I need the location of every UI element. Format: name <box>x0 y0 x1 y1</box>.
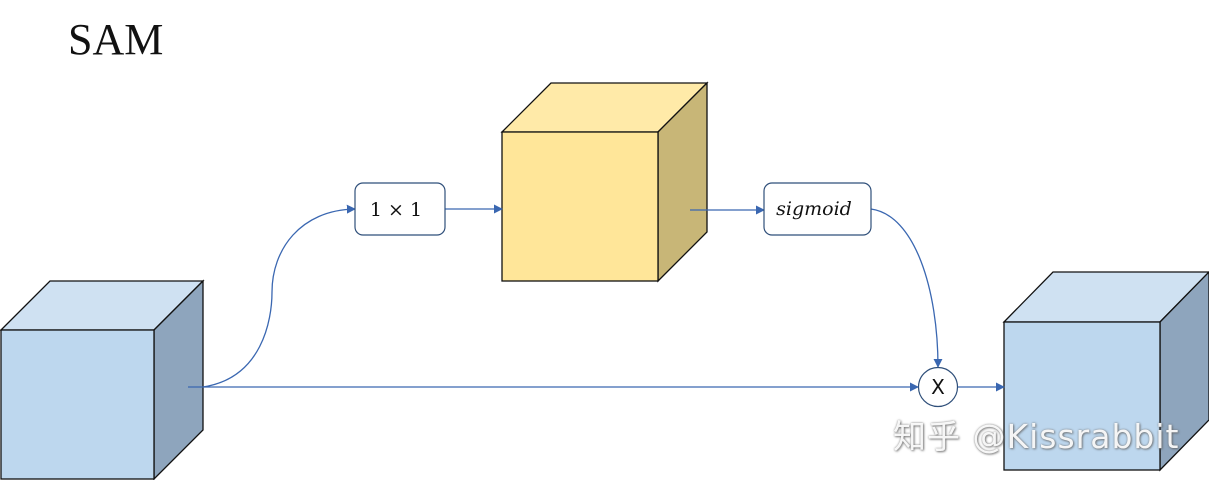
sigmoid-box: sigmoid <box>763 182 872 236</box>
conv-1x1-label: 1 × 1 <box>370 199 422 221</box>
diagram-title: SAM <box>68 15 164 64</box>
attention-map-cube <box>500 81 709 283</box>
watermark: 知乎 @Kissrabbit <box>893 417 1180 456</box>
multiply-node: X <box>917 366 959 408</box>
conv-1x1-box: 1 × 1 <box>354 182 446 236</box>
sigmoid-label: sigmoid <box>776 198 852 220</box>
branch-to-conv-arrow <box>202 204 356 388</box>
connectors <box>188 204 1005 392</box>
sigmoid-to-multiply-arrow <box>870 208 943 368</box>
output-feature-cube <box>1002 271 1209 472</box>
input-feature-cube <box>0 279 205 480</box>
multiply-label: X <box>931 375 945 399</box>
